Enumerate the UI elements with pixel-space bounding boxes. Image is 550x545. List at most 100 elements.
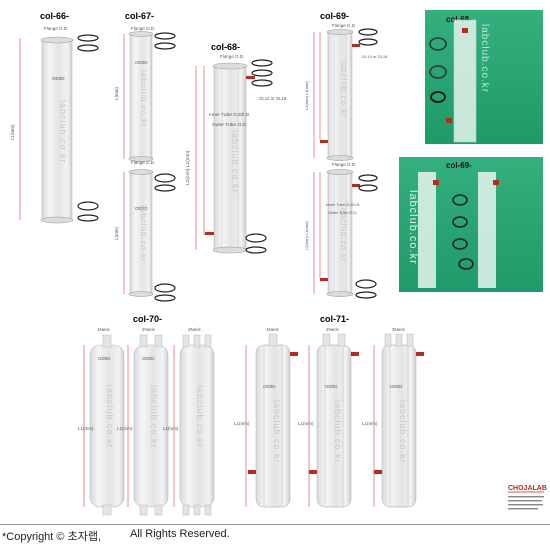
- col-69-oring-3: [358, 174, 378, 182]
- col-69-oring-1: [358, 28, 378, 36]
- col-71-inner-2: [324, 344, 344, 508]
- col-67-oring-1: [154, 32, 176, 40]
- col-68-group: col-68- Flange O.D. Inner Tube O.D/I.D O…: [185, 42, 287, 254]
- col-69-watermark-2: labclub.co.kr: [339, 205, 348, 263]
- col-70-neck2: 2Neck: [142, 327, 156, 332]
- logo-text: CHOJALAB: [508, 485, 547, 492]
- col-70-neck1: 1Neck: [97, 327, 111, 332]
- photo-col-68: col-68- labclub.co.kr: [425, 10, 543, 144]
- col-66-bottom-flange: [40, 216, 74, 224]
- col-67-clamp-2: [154, 283, 176, 293]
- logo-fine-print-2: [508, 500, 542, 502]
- col-67-oring-3: [154, 184, 176, 192]
- col-69-mid-flange: [326, 155, 354, 161]
- col-70-foot-3a: [182, 504, 190, 516]
- col-68-gl-label: GL14 or GL18: [259, 96, 287, 101]
- col-71-neck-3a: [384, 333, 392, 347]
- col-71-neck1: 1Neck: [266, 327, 280, 332]
- photo-col-69-tube-1: [418, 172, 436, 288]
- col-66-oring-3: [77, 214, 99, 222]
- col-67-mid-flange: [128, 156, 154, 162]
- logo-fine-print-1: [508, 496, 544, 498]
- col-71-port-3a: [416, 352, 424, 356]
- col-71-port-2b: [309, 470, 317, 474]
- col-71-group: col-71- 1Neck 2Neck 3Neck OD/ID L1(mm) l…: [234, 314, 424, 508]
- col-71-neck-2a: [322, 333, 331, 347]
- photo-col-68-cap-1: [462, 28, 468, 33]
- col-67-dim-label-1: L(mm): [114, 87, 119, 100]
- col-69-outer-label: Outer Tube O.D.: [328, 210, 357, 215]
- col-68-title: col-68-: [211, 42, 240, 52]
- col-70-foot-2b: [154, 504, 163, 516]
- col-68-clamp: [245, 233, 267, 243]
- photo-col-69-tube-2: [478, 172, 496, 288]
- col-69-oring-2: [358, 38, 378, 46]
- col-71-watermark-2: labclub.co.kr: [333, 400, 343, 464]
- col-70-neck-3c: [204, 334, 212, 348]
- col-70-foot-3b: [193, 504, 201, 516]
- col-68-oring-4: [245, 246, 267, 254]
- col-66-oring-2: [77, 44, 99, 52]
- col-70-foot-1: [102, 504, 112, 516]
- col-68-oring-3: [251, 79, 273, 87]
- col-66-top-flange: [40, 36, 74, 44]
- photo-col-69-oring-1: [452, 194, 468, 206]
- col-71-port-1a: [290, 352, 298, 356]
- photo-col-69: col-69- labclub.co.kr: [399, 157, 543, 292]
- photo-col-68-clamp-2: [429, 65, 447, 79]
- col-70-foot-3c: [204, 504, 212, 516]
- col-69-lower-flange-bottom: [326, 291, 354, 297]
- col-67-watermark-2: labclub.co.kr: [139, 205, 148, 263]
- col-69-group: col-69- Flange O.D. GL14 or GL18 L2(mm) …: [304, 11, 388, 299]
- col-71-neck3: 3Neck: [392, 327, 406, 332]
- col-68-watermark: labclub.co.kr: [230, 130, 240, 194]
- col-66-flange-label: Flange O.D.: [44, 26, 68, 31]
- col-69-gl-label: GL14 or GL18: [362, 54, 388, 59]
- photo-col-68-cap-2: [446, 118, 452, 123]
- col-68-inner-label: Inner Tube O.D/I.D: [209, 112, 250, 118]
- photo-col-68-oring-1: [430, 91, 446, 103]
- col-70-dim-label-3: L1(mm): [163, 426, 179, 431]
- col-70-watermark-3: labclub.co.kr: [195, 385, 205, 449]
- col-69-inner-label: Inner Tube O.D/I.D: [326, 202, 360, 207]
- col-70-od-1: OD/ID: [98, 356, 111, 361]
- col-66-tube: [41, 39, 73, 221]
- col-71-od-2: OD/ID: [325, 384, 338, 389]
- col-71-od-1: OD/ID: [263, 384, 276, 389]
- photo-col-69-watermark: labclub.co.kr: [407, 190, 419, 265]
- col-69-lower-port-top: [352, 184, 360, 187]
- col-69-flange-label: Flange O.D.: [332, 23, 356, 28]
- col-70-body-2: [133, 344, 169, 508]
- col-70-watermark-1: labclub.co.kr: [105, 385, 115, 449]
- photo-col-68-title: col-68-: [446, 15, 472, 24]
- col-70-neck-2a: [139, 334, 148, 348]
- col-69-dim-label-1: L2(mm) L1(mm): [304, 81, 309, 110]
- col-69-watermark-1: labclub.co.kr: [339, 60, 348, 118]
- photo-col-69-oring-3: [452, 238, 468, 250]
- col-71-dim-label-2: L1(mm): [298, 421, 314, 426]
- logo-fine-print-4: [508, 508, 538, 510]
- col-69-flange-label-2: Flange O.D.: [332, 162, 356, 167]
- col-71-title: col-71-: [320, 314, 349, 324]
- photo-col-68-bg: [425, 10, 543, 144]
- photo-col-68-clamp-1: [429, 37, 447, 51]
- col-69-upper-port-top: [352, 44, 360, 47]
- col-70-neck3: 3Neck: [188, 327, 202, 332]
- rights-text: All Rights Reserved.: [130, 528, 230, 540]
- copyright-text: *Copyright © 초자랩,: [2, 531, 101, 543]
- col-69-lower-port-bottom: [320, 278, 328, 281]
- photo-col-69-oring-2: [452, 216, 468, 228]
- col-68-side-port-bottom: [205, 232, 214, 235]
- photo-col-69-cap-2: [493, 180, 499, 185]
- col-69-lower-outer: [327, 171, 353, 295]
- col-66-od-label: OD/ID: [52, 76, 65, 81]
- col-67-od-label: OD/ID: [135, 60, 148, 65]
- copyright-footer: *Copyright © 초자랩, All Rights Reserved.: [0, 524, 550, 545]
- col-66-dim-label: L1(mm): [10, 124, 15, 140]
- col-66-title: col-66-: [40, 11, 69, 21]
- col-71-watermark-1: labclub.co.kr: [272, 400, 282, 464]
- col-70-group: col-70- 1Neck 2Neck 3Neck OD/ID L1(mm) l…: [78, 314, 215, 516]
- col-69-clamp: [355, 279, 377, 289]
- col-69-dim-label-2: L2(mm) L1(mm): [304, 221, 309, 250]
